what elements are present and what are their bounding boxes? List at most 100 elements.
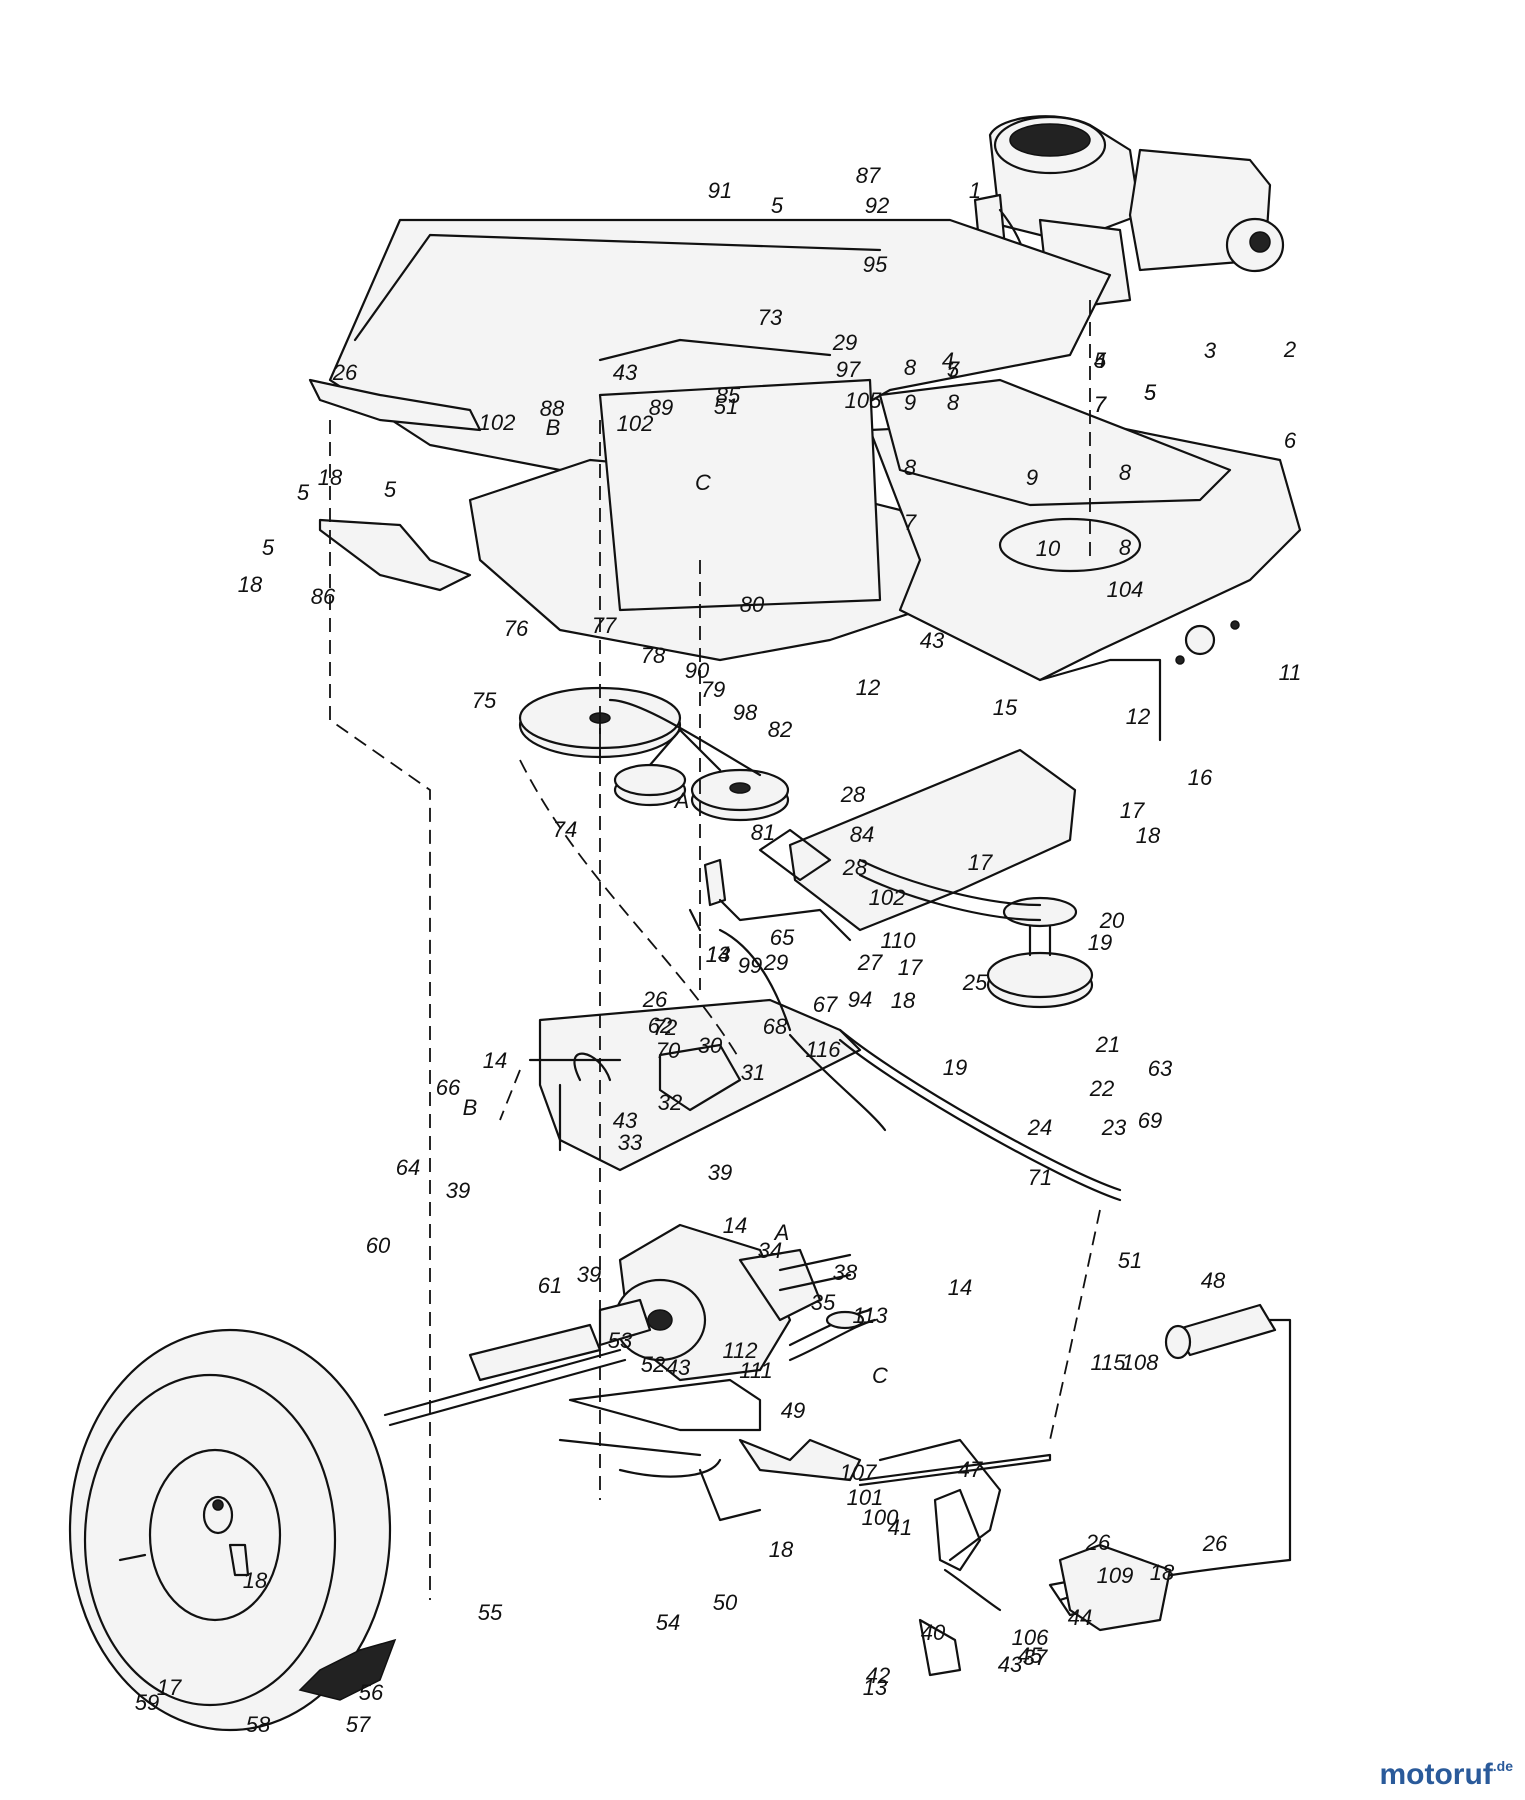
callout-washer: 8 — [904, 355, 917, 380]
callout-pin: 42 — [866, 1663, 890, 1688]
callout-bolt: 15 — [993, 695, 1018, 720]
callout-washer: 47 — [958, 1457, 983, 1482]
callout-washer: 115 — [1090, 1350, 1126, 1375]
callout-bolt: 19 — [1088, 930, 1112, 955]
callout-engine-pin: 3 — [1204, 338, 1217, 363]
callout-washer: 5 — [771, 193, 784, 218]
callout-nut: 18 — [243, 1568, 268, 1593]
callout-belt: 79 — [701, 677, 725, 702]
callout-rod: 51 — [714, 394, 738, 419]
callout-washer: 31 — [741, 1060, 765, 1085]
callout-hub-cap: 17 — [157, 1675, 182, 1700]
callout-washer: 5 — [297, 480, 310, 505]
callout-washer: 5 — [947, 357, 960, 382]
callout-washer: 14 — [706, 942, 730, 967]
callout-nut: 29 — [832, 330, 857, 355]
callout-bolt: 39 — [577, 1262, 601, 1287]
callout-nut: 18 — [238, 572, 263, 597]
callout-washer: 97 — [836, 357, 861, 382]
callout-belt-guide: 78 — [641, 643, 666, 668]
callout-bolt: 43 — [998, 1652, 1023, 1677]
callout-spacer: 7 — [1094, 392, 1107, 417]
callout-bolt: 40 — [921, 1620, 946, 1645]
callout-reference: B — [546, 415, 561, 440]
callout-bolt: 102 — [869, 885, 906, 910]
callout-washer: 5 — [1144, 380, 1157, 405]
callout-washer: 17 — [1120, 798, 1145, 823]
callout-bracket: 67 — [813, 992, 838, 1017]
callout-nut: 13 — [706, 942, 731, 967]
callout-bushing: 9 — [904, 390, 916, 415]
callout-washer: 70 — [656, 1038, 681, 1063]
callout-nut: 18 — [891, 988, 916, 1013]
callout-spring: 95 — [863, 252, 888, 277]
callout-pin: 59 — [135, 1690, 159, 1715]
callout-bolt: 43 — [613, 1108, 638, 1133]
callout-bracket: 49 — [781, 1398, 805, 1423]
callout-spring: 54 — [656, 1610, 680, 1635]
callout-rim: 57 — [346, 1712, 371, 1737]
callout-bracket: 86 — [311, 584, 336, 609]
callout-bolt: 102 — [479, 410, 516, 435]
callout-bolt: 43 — [666, 1355, 691, 1380]
callout-key: 61 — [538, 1273, 562, 1298]
callout-spring: 63 — [1148, 1056, 1173, 1081]
hood-frame-drawing — [308, 218, 1302, 742]
watermark-main: motoruf — [1379, 1758, 1493, 1791]
callout-reference: A — [773, 1220, 790, 1245]
callout-frame: 11 — [1279, 660, 1302, 685]
callout-bolt: 26 — [1085, 1530, 1111, 1555]
callout-plate: 32 — [658, 1090, 682, 1115]
callout-lever: 50 — [713, 1590, 738, 1615]
callout-bolt: 62 — [648, 1013, 672, 1038]
callout-bracket: 91 — [708, 178, 732, 203]
callout-nut: 77 — [592, 613, 617, 638]
callout-nut: 18 — [1150, 1560, 1175, 1585]
callout-knob: 113 — [852, 1303, 888, 1328]
callout-axle: 60 — [366, 1233, 391, 1258]
callout-bolt: 52 — [641, 1352, 665, 1377]
callout-knob: 73 — [758, 305, 783, 330]
callout-spacer: 7 — [1094, 392, 1107, 417]
callout-engine-bolt: 2 — [1283, 337, 1296, 362]
callout-bracket: 33 — [618, 1130, 643, 1155]
callout-bolt: 102 — [617, 411, 654, 436]
callout-washer: 4 — [1094, 348, 1106, 373]
callout-bolt: 101 — [847, 1485, 884, 1510]
callout-washer: 14 — [948, 1275, 972, 1300]
callout-bracket: 89 — [649, 395, 673, 420]
callout-nut: 13 — [863, 1675, 888, 1700]
callout-pedal: 48 — [1201, 1268, 1226, 1293]
callout-bolt: 108 — [1122, 1350, 1159, 1375]
callout-spacer: 7 — [904, 510, 917, 535]
callout-rod: 71 — [1028, 1165, 1052, 1190]
callout-washer: 23 — [1101, 1115, 1127, 1140]
callout-engine-plate: 6 — [1284, 428, 1297, 453]
watermark-logo: motoruf.de — [1379, 1758, 1513, 1792]
callout-bracket: 85 — [716, 383, 741, 408]
callout-pulley: 21 — [1095, 1032, 1120, 1057]
callout-bracket: 88 — [540, 396, 565, 421]
callout-pulley: 116 — [805, 1037, 841, 1062]
callout-bolt: 92 — [865, 193, 889, 218]
callout-washer: 4 — [942, 348, 954, 373]
watermark-tld: .de — [1492, 1758, 1513, 1774]
callout-bolt: 12 — [856, 675, 880, 700]
callout-bolt: 26 — [1202, 1531, 1228, 1556]
callout-bolt: 39 — [708, 1160, 732, 1185]
callout-bracket: 109 — [1097, 1563, 1134, 1588]
callout-tire: 56 — [359, 1680, 384, 1705]
linkage-drawing — [528, 828, 1122, 1202]
callout-bolt: 12 — [1126, 704, 1150, 729]
callout-reference: C — [695, 470, 711, 495]
callout-bushing: 68 — [763, 1014, 788, 1039]
callout-shaft: 51 — [1118, 1248, 1142, 1273]
callout-nut: 18 — [318, 465, 343, 490]
assembly-lines — [329, 300, 1101, 1600]
callout-bracket: 16 — [1188, 765, 1213, 790]
callout-bolt: 26 — [642, 987, 668, 1012]
callout-washer: 112 — [722, 1338, 757, 1363]
callout-bolt: 35 — [811, 1290, 836, 1315]
callout-washer: 5 — [1144, 380, 1157, 405]
